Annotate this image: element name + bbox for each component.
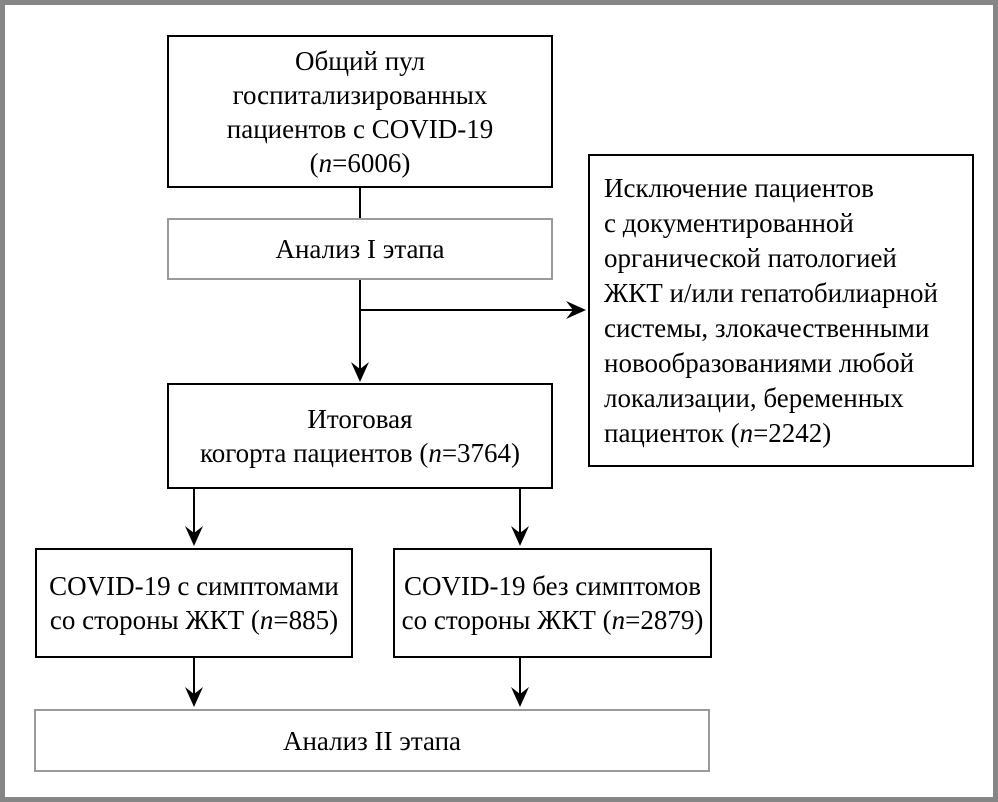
exclusion-line-1: Исключение пациентов	[604, 172, 874, 203]
gi-line-n: со стороны ЖКТ (n=885)	[49, 605, 339, 635]
pool-line-n: (n=6006)	[309, 147, 411, 178]
pool-box: Общий пул госпитализированных пациентов …	[167, 35, 553, 188]
stage2-label: Анализ II этапа	[282, 725, 462, 756]
stage2-box: Анализ II этапа	[34, 709, 710, 772]
gi-symptoms-box: COVID-19 с симптомами со стороны ЖКТ (n=…	[35, 548, 353, 658]
exclusion-line-n: пациенток (n=2242)	[604, 417, 832, 448]
stage1-box: Анализ I этапа	[167, 218, 553, 280]
arrowhead-down-stage2-right	[511, 687, 529, 707]
exclusion-line-2: с документированной	[604, 207, 854, 238]
stage1-label: Анализ I этапа	[275, 234, 445, 264]
no-gi-symptoms-box: COVID-19 без симптомов со стороны ЖКТ (n…	[393, 548, 712, 658]
arrowhead-down-stage2-left	[185, 687, 203, 707]
n-italic: n	[428, 438, 442, 468]
exclusion-line-6: новообразованиями любой	[604, 347, 915, 378]
pool-line-2: госпитализированных	[232, 79, 488, 110]
exclusion-line-3: органической патологией	[604, 242, 897, 273]
exclusion-box: Исключение пациентов с документированной…	[588, 154, 974, 467]
n-italic: n	[259, 605, 274, 635]
gi-line-1: COVID-19 с симптомами	[49, 571, 339, 601]
exclusion-line-5: системы, злокачественными	[604, 312, 930, 343]
arrowhead-down-cohort	[351, 362, 369, 382]
arrowhead-down-gi	[185, 526, 203, 546]
nogi-line-1: COVID-19 без симптомов	[403, 571, 702, 601]
n-italic: n	[739, 417, 754, 448]
exclusion-line-4: ЖКТ и/или гепатобилиарной	[604, 277, 938, 308]
cohort-box: Итоговая когорта пациентов (n=3764)	[167, 383, 553, 489]
n-italic: n	[611, 605, 626, 635]
arrowhead-right-exclusion	[566, 301, 586, 319]
pool-line-3: пациентов с COVID-19	[226, 113, 494, 144]
arrowhead-down-nogi	[511, 526, 529, 546]
n-italic: n	[318, 147, 333, 178]
pool-line-1: Общий пул	[295, 45, 425, 76]
nogi-line-n: со стороны ЖКТ (n=2879)	[401, 605, 704, 635]
cohort-line-1: Итоговая	[307, 404, 413, 434]
exclusion-line-7: локализации, беременных	[604, 382, 904, 413]
cohort-line-n: когорта пациентов (n=3764)	[199, 438, 521, 468]
